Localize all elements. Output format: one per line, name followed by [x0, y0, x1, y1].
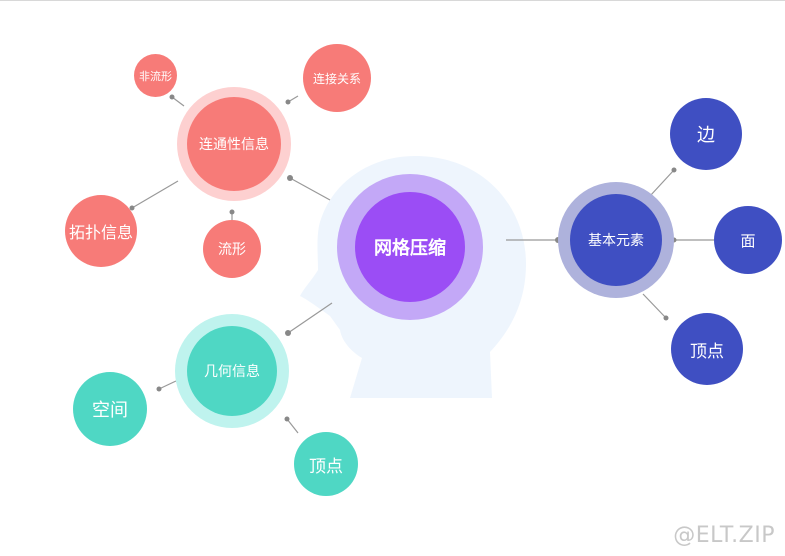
connector-line — [287, 302, 333, 334]
topology-info-label: 拓扑信息 — [68, 223, 133, 242]
elements-node-label: 基本元素 — [588, 233, 644, 249]
connectivity-node-label: 连通性信息 — [199, 137, 269, 153]
connector-line — [286, 418, 299, 434]
geometry-vertex-node: 顶点 — [294, 432, 358, 496]
connector-line — [642, 293, 667, 319]
connector-line — [131, 180, 179, 209]
topology-info-node: 拓扑信息 — [65, 195, 137, 267]
space-label: 空间 — [92, 400, 128, 421]
connection-relation-node: 连接关系 — [303, 44, 371, 112]
elements-vertex-label: 顶点 — [690, 341, 724, 362]
connector-line — [158, 380, 177, 390]
elements-node: 基本元素 — [570, 194, 662, 286]
geometry-node: 几何信息 — [187, 326, 277, 416]
watermark: @ELT.ZIP — [673, 523, 775, 548]
connector-line — [289, 177, 331, 201]
face-node: 面 — [714, 206, 782, 274]
geometry-vertex-label: 顶点 — [309, 456, 343, 477]
manifold-node: 流形 — [203, 220, 261, 278]
connector-line — [649, 169, 675, 197]
center-node: 网格压缩 — [355, 192, 465, 302]
center-node-label: 网格压缩 — [374, 238, 446, 259]
face-label: 面 — [740, 231, 756, 250]
top-border — [0, 0, 785, 1]
manifold-label: 流形 — [218, 242, 246, 258]
geometry-node-label: 几何信息 — [204, 364, 260, 380]
non-manifold-label: 非流形 — [139, 69, 172, 83]
connection-relation-label: 连接关系 — [312, 71, 361, 86]
connectivity-node: 连通性信息 — [187, 97, 281, 191]
non-manifold-node: 非流形 — [134, 54, 177, 97]
space-node: 空间 — [73, 372, 147, 446]
edge-label: 边 — [697, 125, 715, 146]
edge-node: 边 — [670, 98, 742, 170]
elements-vertex-node: 顶点 — [671, 313, 743, 385]
